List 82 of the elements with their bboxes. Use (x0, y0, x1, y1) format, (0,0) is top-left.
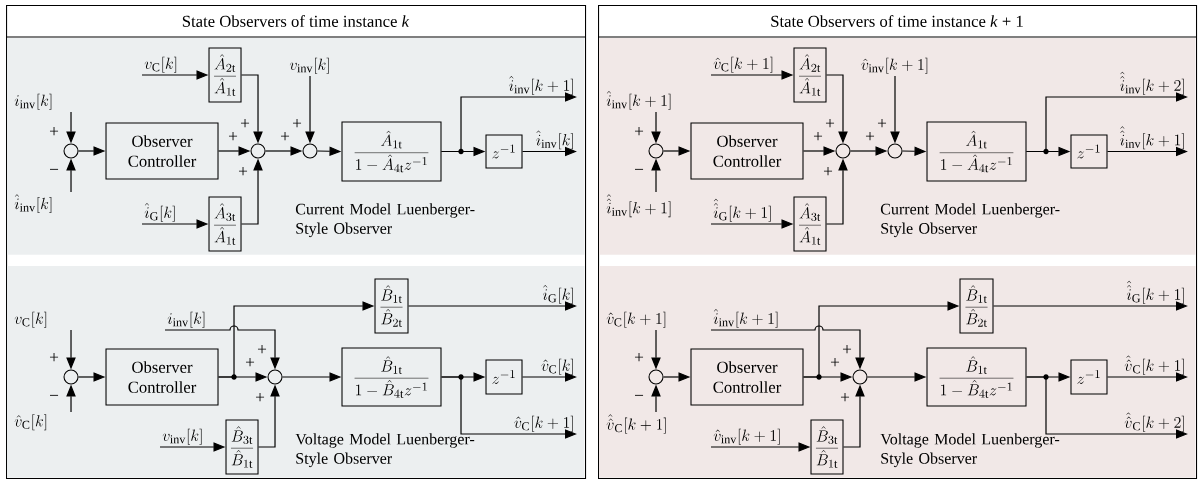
sign-label: + (824, 118, 836, 130)
signal-label: $\hat{v}_{\mathrm{inv}}[k+1]$ (713, 428, 780, 445)
sign-label: + (237, 166, 249, 178)
transfer-function-block: $\frac{\hat{B}_{1\mathrm{t}}}{1-\hat{B}_{4\mathrm{t}}z^{-1}}$ (926, 347, 1027, 407)
summing-junction (835, 143, 851, 159)
summing-junction (267, 369, 283, 385)
transfer-function-block: $\frac{\hat{A}_{1\mathrm{t}}}{1-\hat{A}_{4\mathrm{t}}z^{-1}}$ (926, 121, 1027, 182)
signal-label: $\hat{i}_{\mathrm{G}}[k]$ (543, 285, 573, 304)
signal-label: $v_{\mathrm{C}}[k]$ (144, 56, 177, 73)
signal-label: $\hat{i}_{\mathrm{G}}[k]$ (144, 203, 175, 222)
signal-label: $\hat{i}_{\mathrm{inv}}[k+1]$ (606, 91, 671, 110)
delay-block: $z^{-1}$ (1070, 134, 1108, 169)
signal-label: $i_{\mathrm{inv}}[k]$ (167, 311, 205, 328)
sign-label: + (256, 344, 268, 356)
sign-label: + (829, 357, 841, 369)
signal-label: $\hat{i}_{\mathrm{inv}}[k+1]$ (713, 309, 778, 328)
signal-label: $\hat{\hat{i}}_{\mathrm{inv}}[k+1]$ (1120, 126, 1184, 150)
transfer-function-block: $\frac{\hat{A}_{1\mathrm{t}}}{1-\hat{A}_{4\mathrm{t}}z^{-1}}$ (341, 121, 442, 182)
delay-block: $z^{-1}$ (485, 359, 523, 395)
sign-label: + (254, 392, 266, 404)
transfer-function-block: $\frac{\hat{B}_{1\mathrm{t}}}{1-\hat{B}_{4\mathrm{t}}z^{-1}}$ (341, 347, 442, 407)
gain-block: $\frac{\hat{B}_{3\mathrm{t}}}{\hat{B}_{1\mathrm{t}}}$ (225, 419, 259, 475)
controller-box: Observer Controller (690, 348, 804, 406)
signal-label: $v_{\mathrm{inv}}[k]$ (162, 428, 202, 445)
signal-label: $v_{\mathrm{C}}[k]$ (14, 311, 47, 328)
sign-label: + (839, 392, 851, 404)
gain-block: $\frac{\hat{A}_{2\mathrm{t}}}{\hat{A}_{1\mathrm{t}}}$ (793, 47, 827, 103)
sign-label: − (48, 394, 60, 402)
signal-label: $\hat{\hat{v}}_{\mathrm{C}}[k+2]$ (1124, 412, 1184, 432)
gain-block: $\frac{\hat{B}_{1\mathrm{t}}}{\hat{B}_{2\mathrm{t}}}$ (374, 278, 409, 334)
sign-label: + (48, 352, 60, 364)
summing-junction (648, 143, 664, 159)
sign-label: − (633, 394, 645, 402)
signal-label: $\hat{v}_{\mathrm{C}}[k+1]$ (514, 415, 573, 432)
signal-label: $\hat{\hat{i}}_{\mathrm{G}}[k+1]$ (1126, 280, 1184, 304)
summing-junction (852, 369, 868, 385)
sign-label: + (864, 131, 876, 143)
signal-label: $v_{\mathrm{inv}}[k]$ (289, 57, 329, 74)
signal-label: $\hat{v}_{\mathrm{inv}}[k+1]$ (861, 57, 928, 74)
signal-label: $\hat{\hat{i}}_{\mathrm{inv}}[k+1]$ (606, 194, 671, 218)
signal-label: $\hat{\hat{i}}_{\mathrm{inv}}[k+2]$ (1120, 71, 1184, 95)
sign-label: + (227, 131, 239, 143)
gain-block: $\frac{\hat{B}_{1\mathrm{t}}}{\hat{B}_{2\mathrm{t}}}$ (959, 278, 994, 334)
signal-label: $\hat{v}_{\mathrm{C}}[k]$ (541, 358, 573, 375)
gain-block: $\frac{\hat{A}_{3\mathrm{t}}}{\hat{A}_{1\mathrm{t}}}$ (208, 196, 242, 252)
summing-junction (63, 369, 79, 385)
signal-label: $\hat{v}_{\mathrm{C}}[k]$ (14, 414, 47, 431)
sign-label: − (48, 168, 60, 176)
sign-label: + (291, 118, 303, 130)
signal-label: $\hat{i}_{\mathrm{inv}}[k]$ (14, 194, 52, 213)
summing-junction (887, 143, 903, 159)
controller-box: Observer Controller (105, 122, 219, 180)
controller-box: Observer Controller (105, 348, 219, 406)
sign-label: + (48, 126, 60, 138)
sign-label: + (841, 344, 853, 356)
controller-box: Observer Controller (690, 122, 804, 180)
signal-label: $\hat{i}_{\mathrm{inv}}[k]$ (536, 130, 573, 150)
delay-block: $z^{-1}$ (485, 134, 523, 169)
signal-label: $\hat{\hat{i}}_{\mathrm{G}}[k+1]$ (713, 198, 771, 222)
gain-block: $\frac{\hat{A}_{2\mathrm{t}}}{\hat{A}_{1\mathrm{t}}}$ (208, 47, 242, 103)
summing-junction (648, 369, 664, 385)
sign-label: + (876, 118, 888, 130)
sign-label: + (239, 118, 251, 130)
sign-label: + (812, 131, 824, 143)
sign-label: + (822, 166, 834, 178)
signal-label: $\hat{\hat{v}}_{\mathrm{C}}[k+1]$ (606, 414, 666, 434)
signal-label: $\hat{\hat{v}}_{\mathrm{C}}[k+1]$ (1124, 355, 1184, 375)
sign-label: + (633, 352, 645, 364)
signal-label: $\hat{i}_{\mathrm{inv}}[k+1]$ (509, 76, 573, 95)
sign-label: + (279, 131, 291, 143)
signal-label: $\hat{v}_{\mathrm{C}}[k+1]$ (606, 311, 666, 328)
summing-junction (302, 143, 318, 159)
summing-junction (250, 143, 266, 159)
signal-label: $\hat{v}_{\mathrm{C}}[k+1]$ (713, 56, 773, 73)
gain-block: $\frac{\hat{A}_{3\mathrm{t}}}{\hat{A}_{1\mathrm{t}}}$ (793, 196, 827, 252)
signal-label: $i_{\mathrm{inv}}[k]$ (14, 93, 52, 110)
gain-block: $\frac{\hat{B}_{3\mathrm{t}}}{\hat{B}_{1\mathrm{t}}}$ (810, 419, 844, 475)
sign-label: + (633, 126, 645, 138)
delay-block: $z^{-1}$ (1070, 359, 1108, 395)
sign-label: + (244, 357, 256, 369)
summing-junction (63, 143, 79, 159)
sign-label: − (633, 168, 645, 176)
